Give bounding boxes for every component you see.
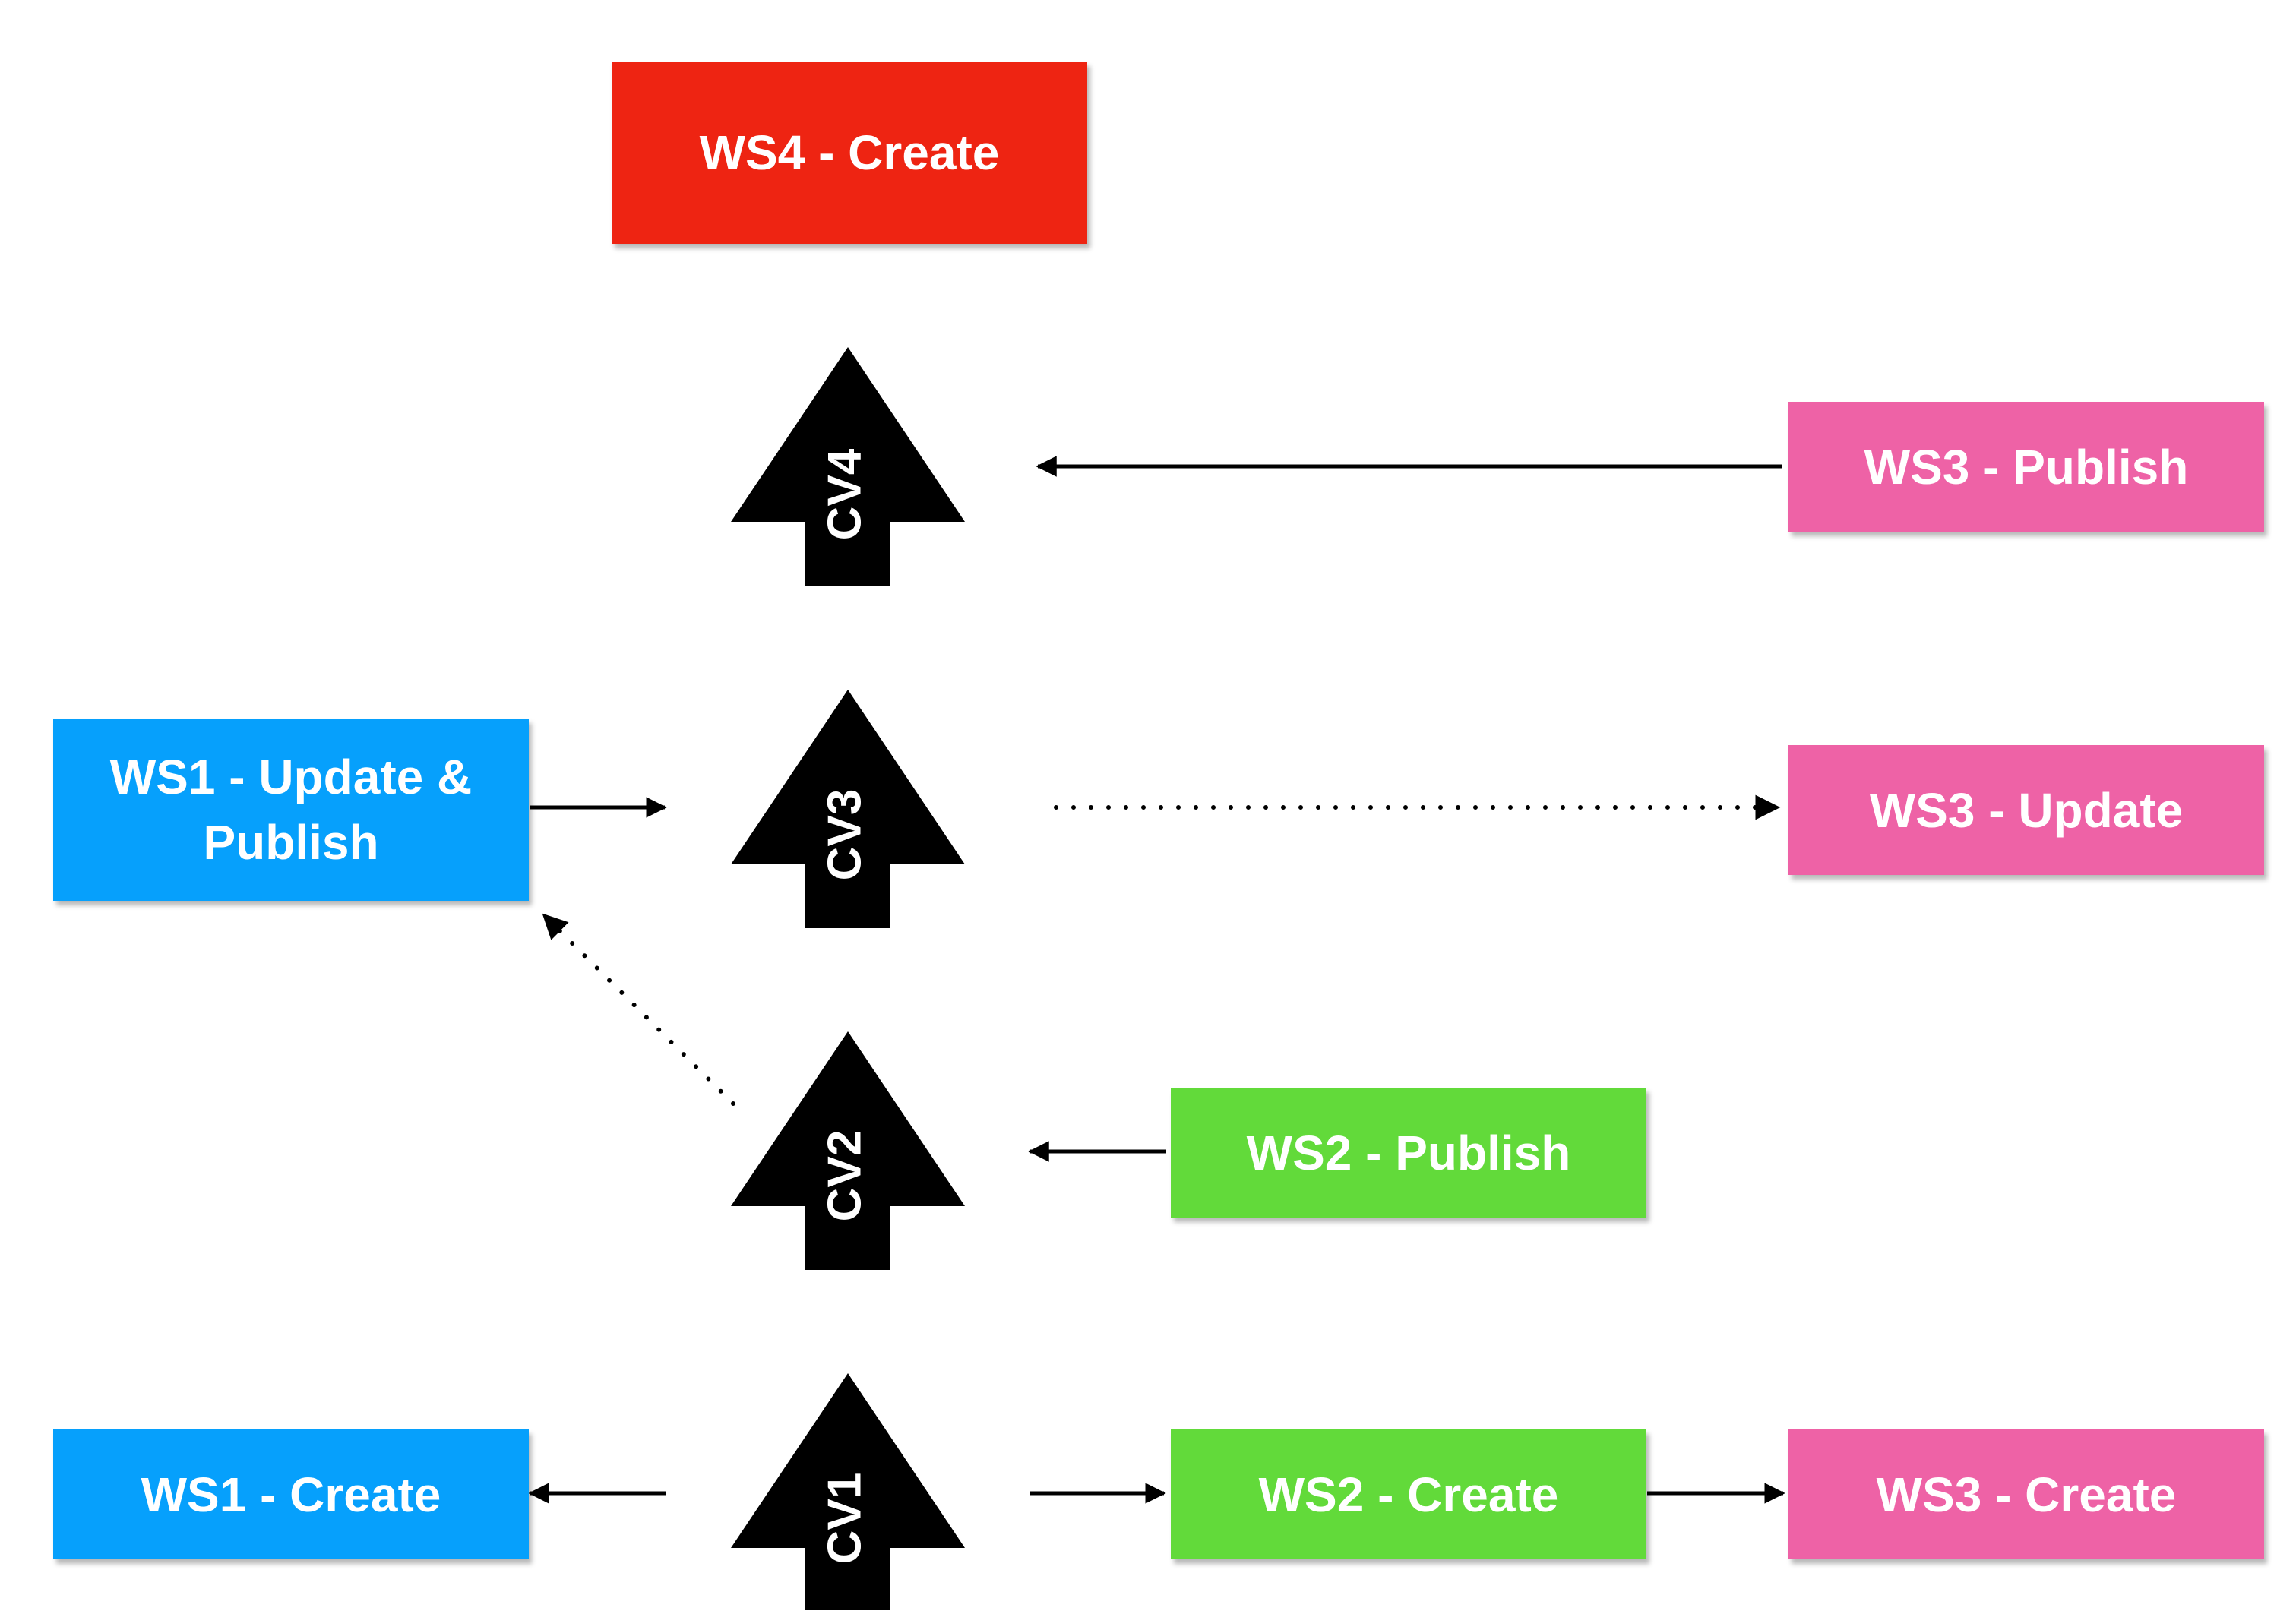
node-label: WS3 - Update bbox=[1869, 782, 2184, 838]
node-ws4-create: WS4 - Create bbox=[612, 62, 1087, 244]
node-label: WS1 - Create bbox=[141, 1467, 441, 1522]
version-arrow-cv4: CV4 bbox=[731, 347, 965, 586]
node-ws3-publish: WS3 - Publish bbox=[1788, 402, 2264, 532]
node-ws1-update-publish: WS1 - Update & Publish bbox=[53, 719, 529, 901]
version-label-cv2: CV2 bbox=[818, 1130, 871, 1222]
version-label-cv3: CV3 bbox=[818, 789, 871, 881]
node-label: WS2 - Create bbox=[1258, 1467, 1559, 1522]
node-label: WS2 - Publish bbox=[1246, 1125, 1571, 1180]
version-arrow-cv3: CV3 bbox=[731, 690, 965, 928]
node-label: WS1 - Update & Publish bbox=[109, 750, 473, 870]
version-label-cv1: CV1 bbox=[818, 1473, 871, 1565]
node-ws2-create: WS2 - Create bbox=[1171, 1429, 1646, 1559]
connector-cv2-to-ws1-update bbox=[542, 913, 735, 1106]
node-ws1-create: WS1 - Create bbox=[53, 1429, 529, 1559]
version-arrow-cv1: CV1 bbox=[731, 1373, 965, 1612]
node-label: WS3 - Create bbox=[1876, 1467, 2177, 1522]
node-label: WS3 - Publish bbox=[1864, 439, 2189, 494]
version-arrow-cv2: CV2 bbox=[731, 1031, 965, 1270]
version-label-cv4: CV4 bbox=[818, 448, 871, 540]
node-ws2-publish: WS2 - Publish bbox=[1171, 1088, 1646, 1218]
node-label: WS4 - Create bbox=[699, 125, 1000, 180]
node-ws3-update: WS3 - Update bbox=[1788, 745, 2264, 875]
node-ws3-create: WS3 - Create bbox=[1788, 1429, 2264, 1559]
